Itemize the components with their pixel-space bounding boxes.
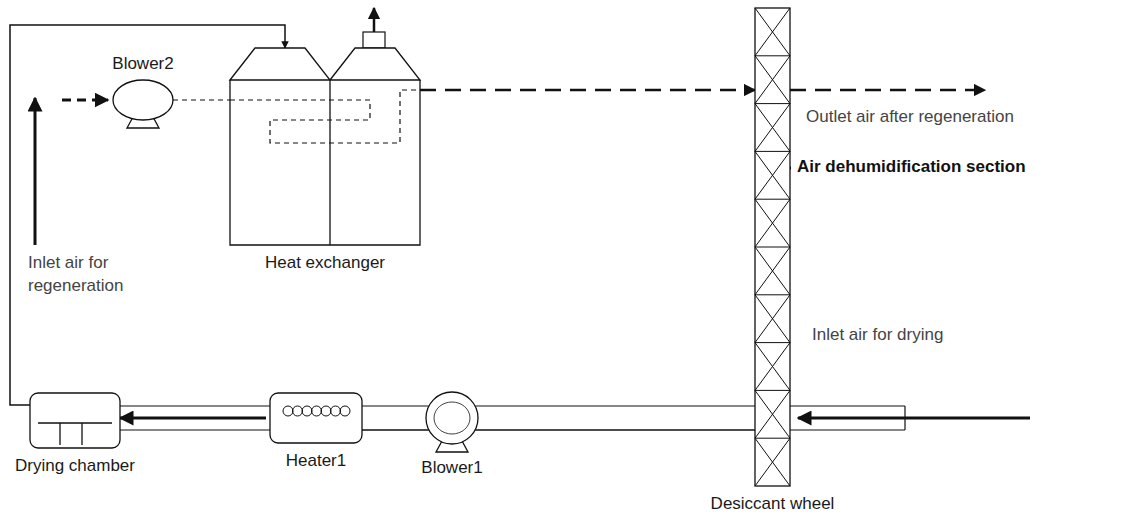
coil-turn bbox=[293, 406, 303, 416]
impeller bbox=[434, 402, 470, 434]
node-label: Heater1 bbox=[286, 451, 346, 471]
connector-line bbox=[120, 417, 266, 420]
inlet-arrow bbox=[62, 99, 108, 102]
flow-arrow bbox=[34, 98, 37, 245]
duct-line bbox=[475, 405, 755, 406]
exhaust-arrow bbox=[373, 8, 376, 32]
drying-chamber: Drying chamber bbox=[30, 393, 120, 448]
coil-turn bbox=[302, 406, 312, 416]
duct-line bbox=[120, 405, 270, 406]
coil-turn bbox=[321, 406, 331, 416]
node-shape bbox=[30, 393, 120, 448]
inlet-arrow bbox=[798, 417, 1030, 420]
duct-line bbox=[362, 405, 429, 406]
connector bbox=[475, 406, 755, 430]
node-label: Blower2 bbox=[112, 54, 173, 74]
connector-line bbox=[475, 429, 755, 430]
coil-turn bbox=[283, 406, 293, 416]
blower-symbol: Blower2 bbox=[113, 80, 173, 120]
duct-line bbox=[790, 405, 905, 406]
outline bbox=[755, 8, 790, 486]
inlet-note: Inlet air for drying bbox=[812, 324, 943, 347]
outline bbox=[230, 48, 420, 245]
blower-symbol: Blower1 bbox=[426, 392, 478, 444]
node-shape bbox=[113, 80, 173, 120]
desiccant-wheel: Desiccant wheel bbox=[755, 8, 790, 486]
duct-line bbox=[120, 429, 270, 430]
connector bbox=[362, 406, 429, 430]
connector bbox=[420, 90, 755, 91]
node-shape bbox=[230, 48, 420, 245]
outlet-note: Outlet air after regeneration bbox=[806, 106, 1014, 129]
heat-exchanger: Heat exchanger bbox=[230, 48, 420, 245]
node-label: Blower1 bbox=[421, 458, 482, 478]
connector-line bbox=[173, 99, 230, 100]
coil-turn bbox=[340, 406, 350, 416]
connector bbox=[120, 406, 270, 430]
outline bbox=[270, 393, 362, 443]
connector bbox=[173, 100, 230, 101]
node-label: Heat exchanger bbox=[265, 253, 385, 273]
connector-line bbox=[362, 429, 429, 430]
wheel-matrix bbox=[755, 8, 790, 486]
section-label: Air dehumidification section bbox=[797, 156, 1026, 179]
heater-box: Heater1 bbox=[270, 393, 362, 443]
outline bbox=[30, 393, 120, 448]
node-shape bbox=[426, 392, 478, 444]
duct-line bbox=[790, 429, 905, 430]
node-shape bbox=[270, 393, 362, 443]
inlet-note: Inlet air for regeneration bbox=[28, 252, 153, 298]
tray bbox=[38, 423, 112, 445]
outline bbox=[426, 392, 478, 444]
coil-turn bbox=[331, 406, 341, 416]
chimney bbox=[363, 32, 385, 48]
node-label: Drying chamber bbox=[15, 456, 135, 476]
air-passage bbox=[230, 90, 420, 143]
node-shape bbox=[755, 8, 790, 486]
coil-turn bbox=[312, 406, 322, 416]
node-label: Desiccant wheel bbox=[711, 494, 835, 514]
connector-line bbox=[420, 89, 755, 92]
outline bbox=[113, 80, 173, 120]
outlet-arrow bbox=[790, 89, 985, 92]
